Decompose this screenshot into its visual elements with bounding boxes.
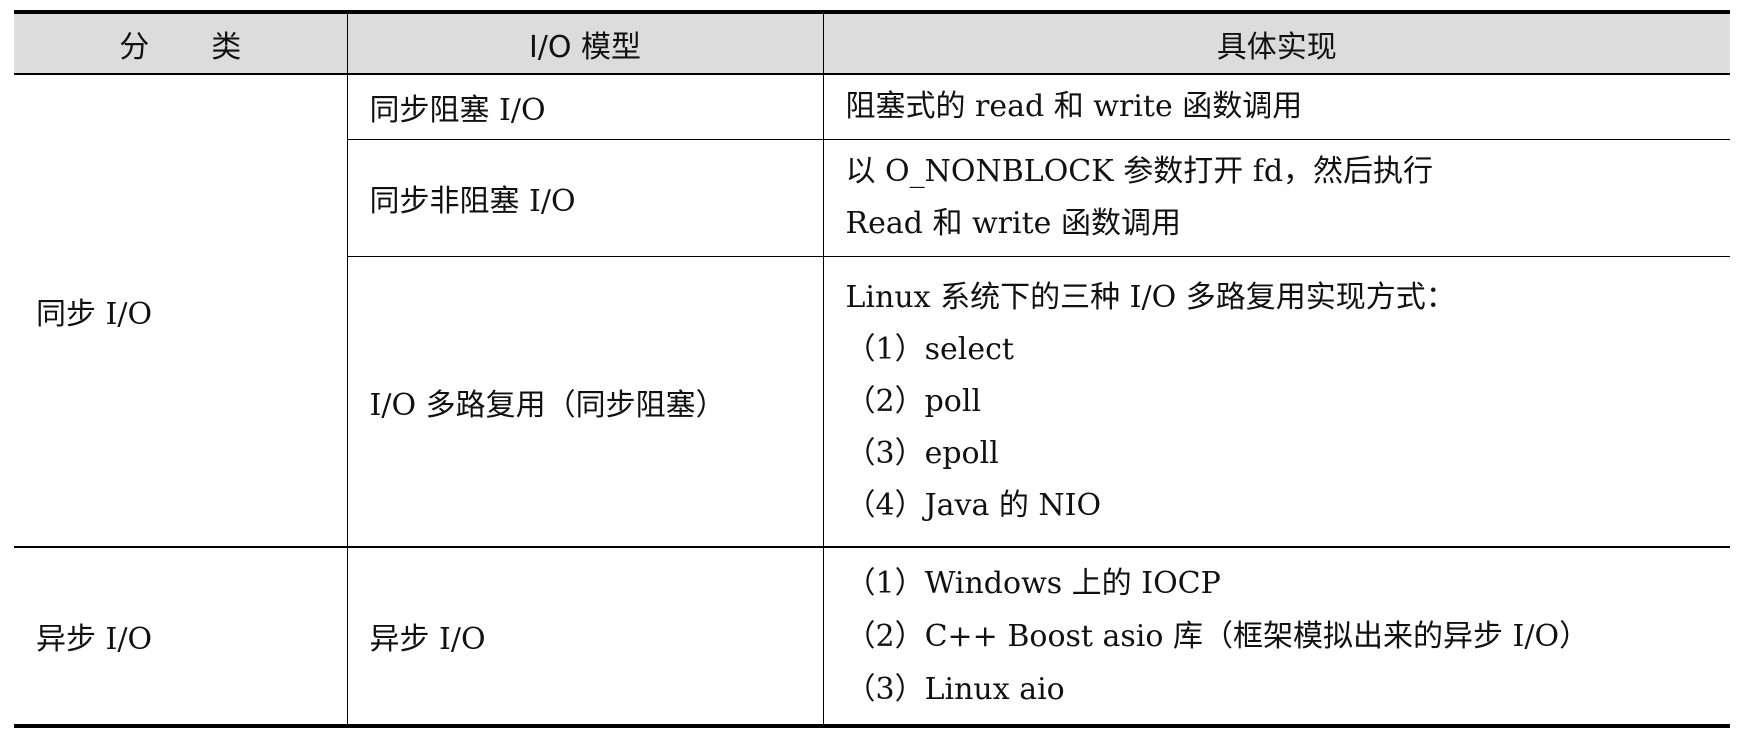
impl-cell-multiplexing: Linux 系统下的三种 I/O 多路复用实现方式： （1）select （2）… bbox=[822, 255, 1730, 548]
impl-line: （3）Linux aio bbox=[845, 671, 1065, 707]
impl-line: （2）poll bbox=[845, 383, 982, 419]
header-category-part1: 分 bbox=[119, 29, 150, 65]
impl-line: Linux 系统下的三种 I/O 多路复用实现方式： bbox=[845, 279, 1456, 315]
impl-line: Read 和 write 函数调用 bbox=[845, 205, 1181, 241]
header-category-part2: 类 bbox=[211, 29, 242, 65]
model-cell-sync-nonblocking: 同步非阻塞 I/O bbox=[347, 139, 824, 257]
header-row: 分类 I/O 模型 具体实现 bbox=[14, 10, 1730, 75]
impl-line: （3）epoll bbox=[845, 435, 999, 471]
table-row: 同步非阻塞 I/O 以 O_NONBLOCK 参数打开 fd，然后执行 Read… bbox=[14, 139, 1730, 257]
model-cell-sync-blocking: 同步阻塞 I/O bbox=[346, 73, 824, 141]
model-cell-multiplexing: I/O 多路复用（同步阻塞） bbox=[347, 255, 824, 548]
impl-cell-async: （1）Windows 上的 IOCP （2）C++ Boost asio 库（框… bbox=[822, 546, 1730, 728]
model-cell-async: 异步 I/O bbox=[346, 546, 824, 728]
io-model-table: 分类 I/O 模型 具体实现 同步 I/O 同步阻塞 I/O 阻塞式的 read… bbox=[14, 10, 1730, 728]
io-model-table-container: 分类 I/O 模型 具体实现 同步 I/O 同步阻塞 I/O 阻塞式的 read… bbox=[14, 10, 1730, 728]
impl-line: 以 O_NONBLOCK 参数打开 fd，然后执行 bbox=[845, 153, 1434, 189]
table-row: 同步 I/O 同步阻塞 I/O 阻塞式的 read 和 write 函数调用 bbox=[14, 73, 1730, 548]
impl-line: （4）Java 的 NIO bbox=[845, 487, 1102, 523]
category-cell-async: 异步 I/O bbox=[14, 546, 348, 728]
header-implementation: 具体实现 bbox=[822, 10, 1730, 75]
impl-line: （1）select bbox=[845, 331, 1014, 367]
table-row: I/O 多路复用（同步阻塞） Linux 系统下的三种 I/O 多路复用实现方式… bbox=[14, 255, 1730, 548]
impl-cell-sync-blocking: 阻塞式的 read 和 write 函数调用 bbox=[822, 73, 1730, 141]
impl-line: （2）C++ Boost asio 库（框架模拟出来的异步 I/O） bbox=[845, 618, 1590, 654]
category-cell-sync: 同步 I/O bbox=[14, 73, 348, 548]
header-model: I/O 模型 bbox=[346, 10, 824, 75]
impl-cell-sync-nonblocking: 以 O_NONBLOCK 参数打开 fd，然后执行 Read 和 write 函… bbox=[822, 139, 1730, 257]
impl-line: 阻塞式的 read 和 write 函数调用 bbox=[845, 89, 1303, 125]
header-category: 分类 bbox=[14, 10, 348, 75]
table-row: 异步 I/O 异步 I/O （1）Windows 上的 IOCP （2）C++ … bbox=[14, 546, 1730, 728]
impl-line: （1）Windows 上的 IOCP bbox=[845, 565, 1221, 601]
